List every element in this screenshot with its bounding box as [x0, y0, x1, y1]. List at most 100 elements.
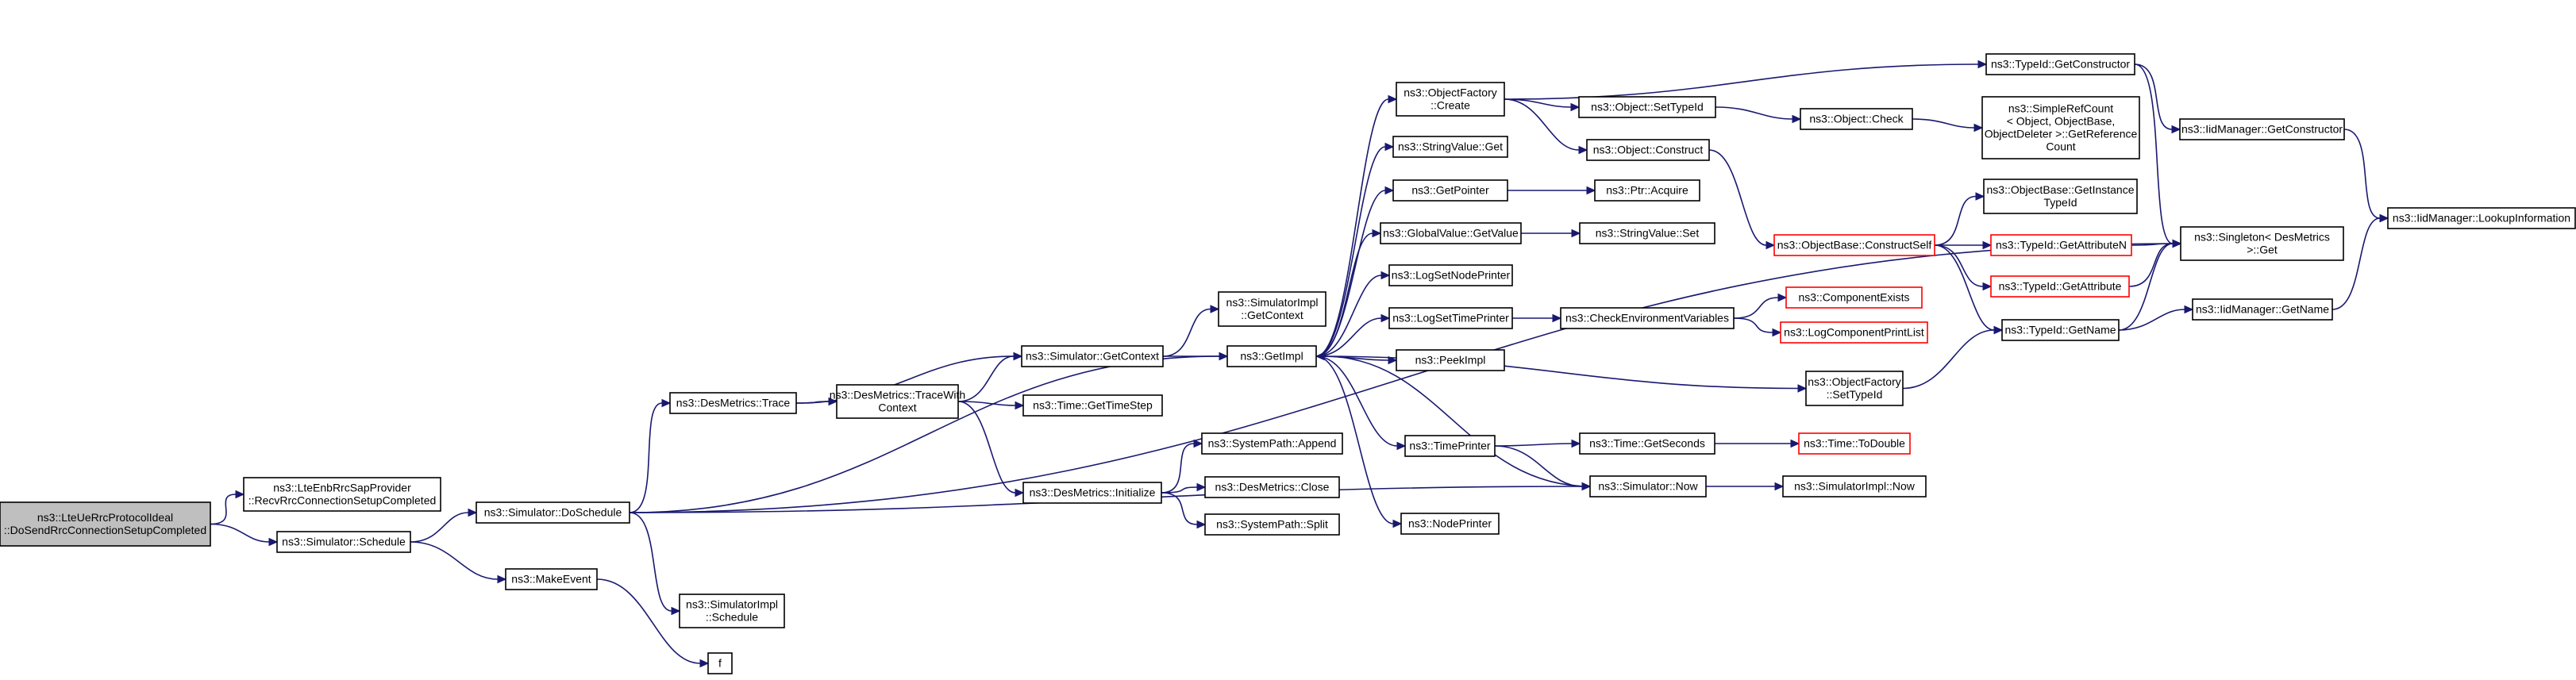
- node-enbsap[interactable]: ns3::LteEnbRrcSapProvider::RecvRrcConnec…: [243, 477, 441, 512]
- node-box: [1800, 108, 1913, 130]
- node-doschedule[interactable]: ns3::Simulator::DoSchedule: [476, 501, 630, 524]
- edge-getimpl-to-logsetnode: [1315, 275, 1382, 357]
- node-nodeprinter[interactable]: ns3::NodePrinter: [1400, 513, 1500, 535]
- node-iidgetname[interactable]: ns3::IidManager::GetName: [2192, 298, 2333, 321]
- node-compexists[interactable]: ns3::ComponentExists: [1785, 286, 1923, 309]
- node-box: [1579, 222, 1715, 244]
- node-label: ns3::TimePrinter: [1409, 440, 1491, 452]
- node-getcontext[interactable]: ns3::Simulator::GetContext: [1021, 345, 1164, 367]
- edge-getattrn-to-singleton: [2131, 243, 2174, 246]
- edge-doschedule-to-destrace: [629, 402, 663, 513]
- node-objconstruct[interactable]: ns3::Object::Construct: [1586, 139, 1710, 161]
- node-checkenv[interactable]: ns3::CheckEnvironmentVariables: [1560, 307, 1735, 329]
- node-label: ns3::SystemPath::Split: [1216, 518, 1328, 531]
- node-gettimestep[interactable]: ns3::Time::GetTimeStep: [1022, 394, 1163, 417]
- node-globalvalue[interactable]: ns3::GlobalValue::GetValue: [1380, 222, 1522, 244]
- edge-getimpl-to-ofcreate: [1315, 98, 1389, 357]
- node-getattr[interactable]: ns3::TypeId::GetAttribute: [1990, 275, 2130, 298]
- node-iidgetctor[interactable]: ns3::IidManager::GetConstructor: [2179, 118, 2345, 140]
- node-label: ns3::Ptr::Acquire: [1606, 184, 1688, 197]
- arrowhead: [1380, 313, 1391, 323]
- node-label: ns3::GlobalValue::GetValue: [1383, 227, 1519, 240]
- node-label: ns3::IidManager::LookupInformation: [2393, 212, 2570, 225]
- node-box: [1400, 513, 1500, 535]
- node-label: ns3::Time::GetTimeStep: [1033, 399, 1153, 412]
- arrowhead: [1777, 293, 1788, 302]
- node-getimpl[interactable]: ns3::GetImpl: [1226, 345, 1317, 367]
- edge-doschedule-to-simimplschedule: [629, 512, 672, 612]
- node-box: [1022, 482, 1162, 504]
- node-simimplnow[interactable]: ns3::SimulatorImpl::Now: [1782, 475, 1927, 498]
- node-label: ns3::LogSetTimePrinter: [1392, 312, 1509, 325]
- node-simplerefcount[interactable]: ns3::SimpleRefCount< Object, ObjectBase,…: [1981, 96, 2140, 159]
- node-singleton[interactable]: ns3::Singleton< DesMetrics >::Get: [2180, 226, 2344, 261]
- node-schedule[interactable]: ns3::Simulator::Schedule: [276, 531, 411, 553]
- node-label: ns3::Simulator::Schedule: [282, 536, 406, 548]
- node-tidgetname[interactable]: ns3::TypeId::GetName: [2001, 319, 2120, 341]
- node-f[interactable]: f: [707, 652, 733, 674]
- arrowhead: [828, 397, 838, 406]
- arrowhead: [1015, 488, 1025, 498]
- node-getseconds[interactable]: ns3::Time::GetSeconds: [1579, 432, 1715, 455]
- node-stringvalueget[interactable]: ns3::StringValue::Get: [1392, 136, 1508, 158]
- node-desinit[interactable]: ns3::DesMetrics::Initialize: [1022, 482, 1162, 504]
- node-label: ns3::SimulatorImpl::Now: [1794, 480, 1916, 493]
- node-label: ns3::DesMetrics::Close: [1215, 481, 1330, 494]
- node-makeevent[interactable]: ns3::MakeEvent: [505, 568, 598, 590]
- node-ofsettypeid[interactable]: ns3::ObjectFactory::SetTypeId: [1805, 371, 1904, 406]
- node-box: [1990, 275, 2130, 298]
- edge-getimpl-to-nodeprinter: [1315, 355, 1394, 524]
- node-simimplschedule[interactable]: ns3::SimulatorImpl::Schedule: [679, 594, 785, 628]
- node-label: ::SetTypeId: [1827, 388, 1883, 401]
- node-box: [1388, 307, 1513, 329]
- edge-tidgetctor-to-iidgetctor: [2134, 63, 2173, 130]
- edge-objcheck-to-simplerefcount: [1912, 118, 1975, 129]
- node-constructself[interactable]: ns3::ObjectBase::ConstructSelf: [1773, 234, 1935, 256]
- edge-objconstruct-to-constructself: [1708, 149, 1767, 246]
- arrowhead: [2172, 239, 2182, 248]
- node-tidgetctor[interactable]: ns3::TypeId::GetConstructor: [1985, 53, 2135, 75]
- node-destrace[interactable]: ns3::DesMetrics::Trace: [669, 392, 797, 414]
- node-split[interactable]: ns3::SystemPath::Split: [1204, 513, 1340, 536]
- node-box: [1594, 179, 1700, 202]
- node-label: ns3::LogComponentPrintList: [1784, 326, 1924, 339]
- node-getpointer[interactable]: ns3::GetPointer: [1392, 179, 1508, 202]
- node-simnow[interactable]: ns3::Simulator::Now: [1589, 475, 1707, 498]
- node-box: [1560, 307, 1735, 329]
- node-label: ns3::Simulator::GetContext: [1026, 350, 1159, 363]
- node-logsettime[interactable]: ns3::LogSetTimePrinter: [1388, 307, 1513, 329]
- edge-getimpl-to-timeprinter: [1315, 355, 1398, 447]
- arrowhead: [1388, 355, 1398, 365]
- edge-makeevent-to-f: [596, 578, 701, 664]
- node-box: [276, 531, 411, 553]
- arrowhead: [1792, 114, 1802, 124]
- node-logsetnode[interactable]: ns3::LogSetNodePrinter: [1388, 264, 1513, 286]
- node-desclose[interactable]: ns3::DesMetrics::Close: [1204, 476, 1340, 498]
- node-stringvalueset[interactable]: ns3::StringValue::Set: [1579, 222, 1715, 244]
- node-box: [1204, 476, 1340, 498]
- node-append[interactable]: ns3::SystemPath::Append: [1201, 432, 1343, 455]
- node-root: ns3::LteUeRrcProtocolIdeal::DoSendRrcCon…: [0, 501, 211, 547]
- node-getattrn[interactable]: ns3::TypeId::GetAttributeN: [1990, 234, 2132, 256]
- node-label: ::Schedule: [706, 611, 758, 624]
- node-timeprinter[interactable]: ns3::TimePrinter: [1404, 435, 1496, 457]
- node-lookupinfo[interactable]: ns3::IidManager::LookupInformation: [2387, 207, 2576, 229]
- node-logcomplist[interactable]: ns3::LogComponentPrintList: [1780, 321, 1928, 344]
- node-label: ns3::Object::SetTypeId: [1591, 101, 1704, 113]
- node-objcheck[interactable]: ns3::Object::Check: [1800, 108, 1913, 130]
- node-ptracquire[interactable]: ns3::Ptr::Acquire: [1594, 179, 1700, 202]
- edge-desinit-to-split: [1161, 492, 1198, 525]
- arrowhead: [1570, 102, 1581, 112]
- edge-ofsettypeid-to-tidgetname: [1902, 329, 1995, 390]
- node-simimplgetcontext[interactable]: ns3::SimulatorImpl::GetContext: [1218, 291, 1327, 327]
- node-ofcreate[interactable]: ns3::ObjectFactory::Create: [1396, 82, 1505, 117]
- node-peekimpl[interactable]: ns3::PeekImpl: [1396, 349, 1505, 371]
- node-box: [1226, 345, 1317, 367]
- node-setobjtypeid[interactable]: ns3::Object::SetTypeId: [1578, 96, 1716, 118]
- node-label: ns3::DesMetrics::TraceWith: [830, 389, 965, 401]
- node-box: [1785, 286, 1923, 309]
- node-todouble[interactable]: ns3::Time::ToDouble: [1798, 432, 1911, 455]
- node-label: ns3::CheckEnvironmentVariables: [1565, 312, 1729, 325]
